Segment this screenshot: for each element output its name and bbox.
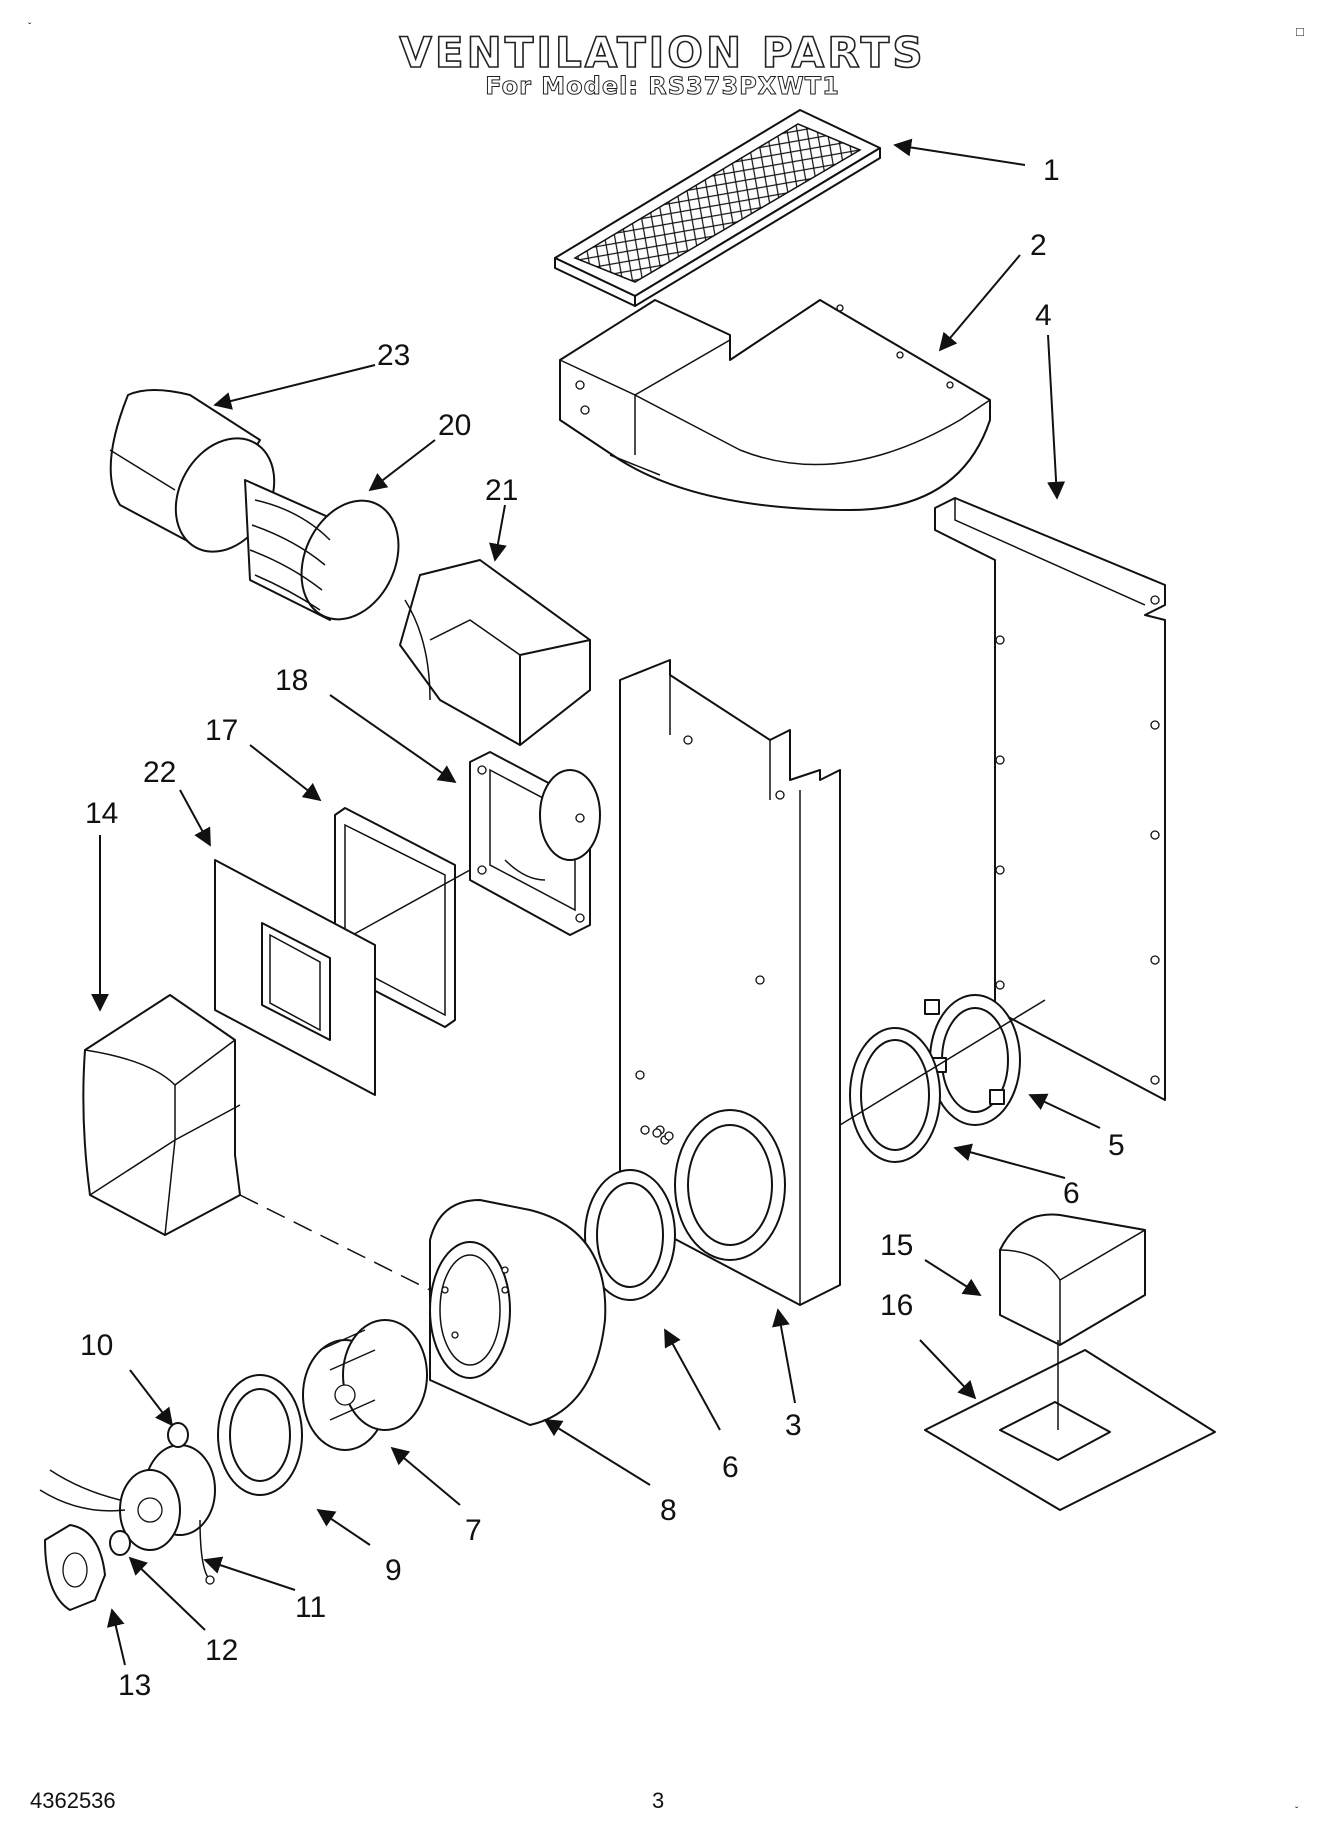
callout-12: 12 <box>205 1634 238 1667</box>
callout-5: 5 <box>1108 1129 1125 1162</box>
part-vent-hood <box>999 1213 1146 1346</box>
callout-8: 8 <box>660 1494 677 1527</box>
callout-17: 17 <box>205 714 238 747</box>
callout-4: 4 <box>1035 299 1052 332</box>
part-adapter-plate <box>469 751 601 936</box>
callout-15: 15 <box>880 1229 913 1262</box>
callout-9: 9 <box>385 1554 402 1587</box>
part-top-plenum <box>559 299 991 511</box>
corner-mark-top-left: ˇ <box>28 22 32 33</box>
callout-3: 3 <box>785 1409 802 1442</box>
callout-6-center: 6 <box>722 1451 739 1484</box>
part-center-panel <box>619 659 841 1306</box>
callout-arrows <box>91 138 1101 1666</box>
page-number: 3 <box>652 1788 665 1813</box>
page-title: VENTILATION PARTS <box>399 27 926 78</box>
part-blower-housing <box>429 1199 607 1426</box>
callout-6-right: 6 <box>1063 1177 1080 1210</box>
document-number: 4362536 <box>30 1788 116 1813</box>
callout-21: 21 <box>485 474 518 507</box>
corner-mark-top-right: □ <box>1296 24 1304 39</box>
callout-7: 7 <box>465 1514 482 1547</box>
part-flange-ring <box>924 994 1021 1126</box>
callout-23: 23 <box>377 339 410 372</box>
part-grommets <box>109 1422 189 1556</box>
part-gasket-right <box>839 999 1046 1163</box>
part-gasket-center <box>584 1169 676 1301</box>
part-bellows-duct <box>244 479 400 621</box>
callout-2: 2 <box>1030 229 1047 262</box>
callout-16: 16 <box>880 1289 913 1322</box>
part-motor-gasket <box>217 1374 303 1496</box>
part-back-panel <box>934 497 1166 1101</box>
callout-labels: 1 2 4 23 20 21 18 17 22 14 5 6 15 16 10 … <box>80 154 1125 1702</box>
part-grille-plate <box>924 1340 1216 1511</box>
callout-14: 14 <box>85 797 118 830</box>
callout-22: 22 <box>143 756 176 789</box>
part-blower-wheel <box>302 1319 428 1451</box>
callout-10: 10 <box>80 1329 113 1362</box>
part-insulation-sheet <box>214 859 376 1096</box>
callout-18: 18 <box>275 664 308 697</box>
model-subtitle: For Model: RS373PXWT1 <box>485 72 840 101</box>
part-elbow-duct <box>82 994 431 1291</box>
callout-1: 1 <box>1043 154 1060 187</box>
part-transition-duct <box>399 559 591 746</box>
part-mounting-plate <box>44 1524 106 1611</box>
corner-mark-bottom-right: ˇ <box>1295 1806 1299 1817</box>
part-filter <box>554 109 881 307</box>
callout-11: 11 <box>295 1591 326 1624</box>
callout-13: 13 <box>118 1669 151 1702</box>
callout-20: 20 <box>438 409 471 442</box>
part-motor <box>39 1444 216 1585</box>
